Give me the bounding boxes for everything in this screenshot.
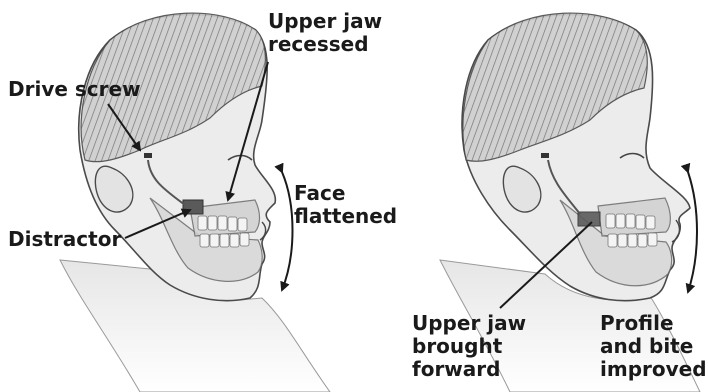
face-flattened-label: Face flattened — [294, 182, 397, 228]
profile-improved-label: Profile and bite improved — [600, 312, 707, 381]
drive-screw-after — [541, 153, 549, 158]
upper-jaw-forward-label: Upper jaw brought forward — [412, 312, 526, 381]
face-flattened-arrow — [282, 172, 293, 290]
upper-jaw-recessed-label: Upper jaw recessed — [268, 10, 382, 56]
drive-screw-label: Drive screw — [8, 78, 141, 101]
face-flattened-line1: Face — [294, 182, 397, 205]
distractor-label: Distractor — [8, 228, 121, 251]
drive-screw-text: Drive screw — [8, 78, 141, 101]
drive-screw — [144, 153, 152, 158]
upper-jaw-forward-line2: brought — [412, 335, 526, 358]
profile-improved-line1: Profile — [600, 312, 707, 335]
upper-jaw-recessed-line2: recessed — [268, 33, 382, 56]
profile-improved-line3: improved — [600, 358, 707, 381]
profile-improved-line2: and bite — [600, 335, 707, 358]
distractor-text: Distractor — [8, 228, 121, 251]
upper-jaw-recessed-line1: Upper jaw — [268, 10, 382, 33]
face-flattened-line2: flattened — [294, 205, 397, 228]
upper-jaw-forward-line1: Upper jaw — [412, 312, 526, 335]
upper-jaw-forward-line3: forward — [412, 358, 526, 381]
profile-improved-arrow — [688, 172, 697, 292]
